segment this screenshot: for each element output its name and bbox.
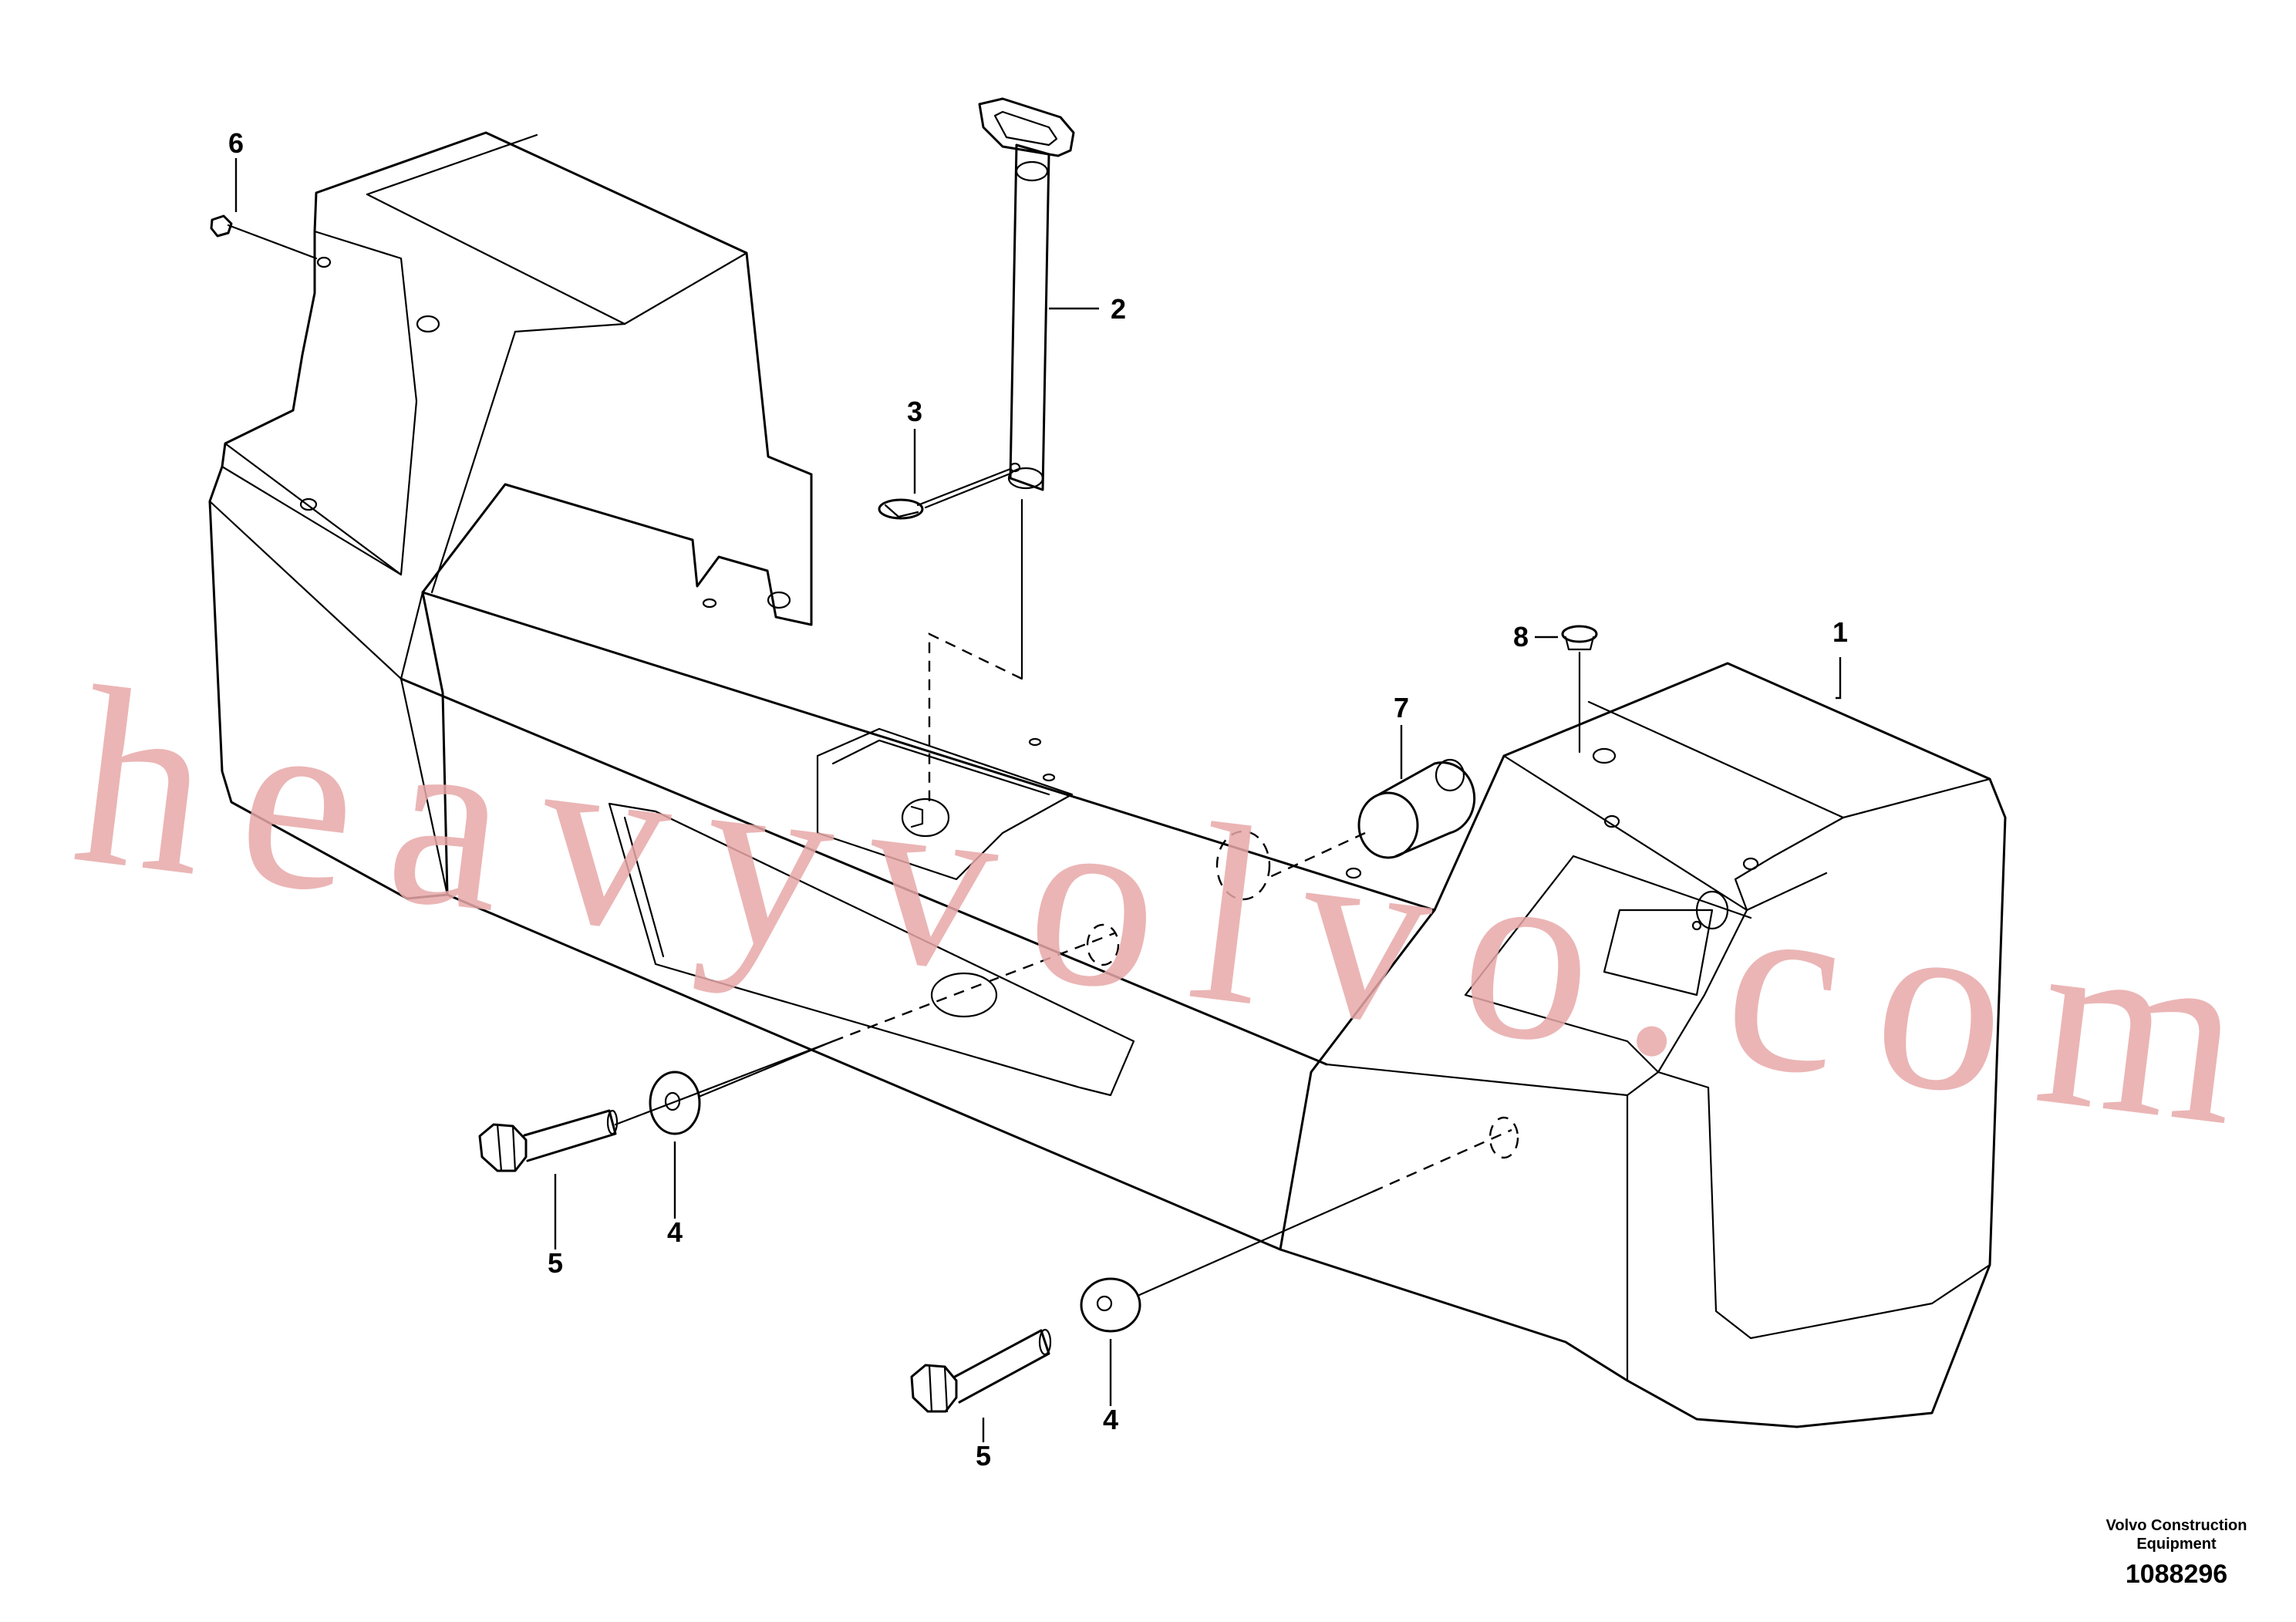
company-name-line2: Equipment [2136,1536,2217,1553]
callout-5-upper: 5 [548,1247,563,1279]
watermark: heavyvolvo.com [62,634,2255,1179]
callout-3: 3 [907,396,922,427]
hex-bolt-upper [478,1109,619,1172]
assembly-lines [614,498,1581,1297]
rubber-buffer [1357,758,1476,859]
callout-8: 8 [1513,621,1529,653]
callout-2: 2 [1111,293,1126,325]
callout-4-lower: 4 [1103,1404,1118,1435]
callout-6: 6 [228,127,244,159]
washer-upper [649,1071,701,1135]
callout-4-upper: 4 [667,1216,683,1248]
hex-bolt-lower [910,1328,1052,1413]
screw [210,214,318,260]
counterweight-body [208,131,2007,1428]
callout-5-lower: 5 [976,1440,991,1472]
linch-pin [878,467,1012,520]
company-name-line1: Volvo Construction [2106,1517,2247,1534]
plug [1561,625,1598,651]
leader-lines [234,158,1842,1442]
drawing-number: 1088296 [2126,1560,2227,1589]
lifting-pin [978,97,1075,491]
callout-1: 1 [1832,616,1848,648]
washer-lower [1080,1277,1141,1333]
callout-7: 7 [1394,692,1409,723]
